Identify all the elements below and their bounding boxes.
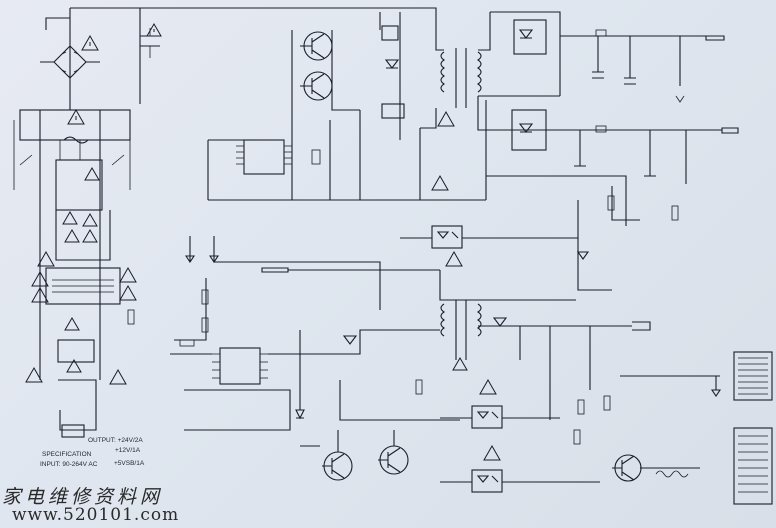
- optocoupler-3: [440, 469, 600, 493]
- pwm-controller-ic: [207, 100, 487, 201]
- misc-components: [127, 29, 689, 478]
- warning-icon: [31, 270, 49, 287]
- bridge-rectifier: [40, 45, 100, 79]
- warning-icon: [82, 229, 98, 243]
- standby-transformer: [440, 300, 651, 420]
- warning-icon: [452, 357, 468, 371]
- warning-icon: [445, 250, 463, 267]
- warning-icon: [483, 444, 501, 461]
- watermark-url-logo: www.520101.com: [12, 505, 180, 525]
- warning-icon: [82, 213, 98, 227]
- warning-icon: [31, 286, 49, 303]
- secondary-output-12v: [477, 96, 739, 226]
- warning-icon: [84, 167, 100, 181]
- standby-section: [174, 236, 576, 341]
- warning-icon: [64, 317, 80, 331]
- warning-icon: [119, 284, 137, 301]
- main-transistors: [291, 12, 405, 140]
- spec-output3: +5VSB/1A: [114, 460, 145, 467]
- warning-icon: [479, 378, 497, 395]
- right-connector-blocks: [620, 351, 773, 505]
- warning-triangles: [25, 23, 501, 461]
- main-transformer: [420, 12, 560, 129]
- spec-input: INPUT: 90-264V AC: [40, 461, 98, 468]
- warning-icon: [62, 211, 78, 225]
- watermark-cn-logo: 家电维修资料网: [2, 486, 164, 508]
- warning-icon: [67, 108, 85, 125]
- secondary-output-24v: [490, 11, 725, 103]
- warning-icon: [109, 368, 127, 385]
- warning-icon: [146, 23, 162, 37]
- bottom-transistors: [300, 430, 700, 482]
- spec-output2: +12V/1A: [115, 447, 141, 454]
- warning-icon: [64, 229, 80, 243]
- spec-label: SPECIFICATION: [42, 451, 92, 458]
- optocoupler-1: [400, 200, 612, 291]
- warning-icon: [81, 34, 99, 51]
- warning-icon: [119, 266, 137, 283]
- standby-controller-ic: [170, 329, 460, 431]
- warning-icon: [437, 110, 455, 127]
- input-filter: [13, 109, 131, 438]
- optocoupler-2: [440, 405, 560, 429]
- warning-icon: [37, 250, 55, 267]
- warning-icon: [66, 359, 82, 373]
- warning-icon: [25, 366, 43, 383]
- warning-icon: [431, 174, 449, 191]
- spec-output: OUTPUT: +24V/2A: [88, 437, 143, 444]
